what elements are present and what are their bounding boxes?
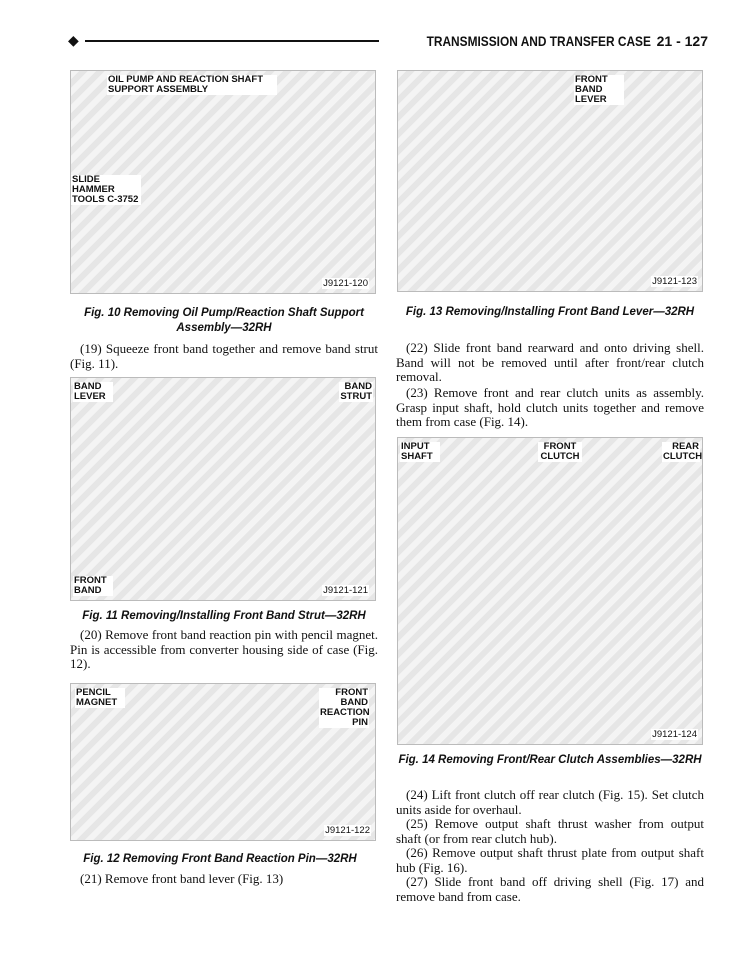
page-number: 21 - 127 (656, 33, 708, 49)
figure-label: FRONT BAND LEVER (574, 75, 624, 105)
figure-id: J9121-122 (324, 825, 371, 836)
figure-id: J9121-120 (322, 278, 369, 289)
figure-12-caption: Fig. 12 Removing Front Band Reaction Pin… (83, 853, 357, 865)
step-20: (20) Remove front band reaction pin with… (70, 627, 378, 671)
step-24: (24) Lift front clutch off rear clutch (… (396, 787, 704, 817)
figure-label: FRONT BAND REACTION PIN (319, 687, 370, 728)
figure-label: INPUT SHAFT (400, 442, 440, 462)
figure-id: J9121-124 (651, 729, 698, 740)
figure-10-caption: Fig. 10 Removing Oil Pump/Reaction Shaft… (84, 307, 364, 334)
figure-11-caption: Fig. 11 Removing/Installing Front Band S… (82, 610, 366, 622)
figure-id: J9121-121 (322, 585, 369, 596)
figure-12-image: PENCIL MAGNET FRONT BAND REACTION PIN J9… (70, 683, 376, 841)
figure-14-caption: Fig. 14 Removing Front/Rear Clutch Assem… (398, 754, 702, 766)
figure-label: PENCIL MAGNET (75, 688, 125, 708)
figure-14-image: INPUT SHAFT FRONT CLUTCH REAR CLUTCH J91… (397, 437, 703, 745)
figure-13-image: FRONT BAND LEVER J9121-123 (397, 70, 703, 292)
header-rule (84, 40, 379, 42)
figure-label: SLIDE HAMMER TOOLS C-3752 (71, 175, 141, 205)
figure-13-caption: Fig. 13 Removing/Installing Front Band L… (405, 306, 695, 318)
step-23: (23) Remove front and rear clutch units … (396, 385, 704, 429)
page-header: ◆ TRANSMISSION AND TRANSFER CASE 21 - 12… (68, 30, 708, 52)
diamond-icon: ◆ (68, 33, 79, 49)
step-21: (21) Remove front band lever (Fig. 13) (80, 871, 284, 886)
step-19: (19) Squeeze front band together and rem… (70, 341, 378, 371)
figure-label: FRONT CLUTCH (538, 442, 582, 462)
step-22: (22) Slide front band rearward and onto … (396, 340, 704, 384)
step-26: (26) Remove output shaft thrust plate fr… (396, 845, 704, 875)
figure-label: OIL PUMP AND REACTION SHAFT SUPPORT ASSE… (107, 75, 277, 95)
step-27: (27) Slide front band off driving shell … (396, 874, 704, 904)
figure-label: BAND STRUT (339, 381, 373, 402)
figure-id: J9121-123 (651, 276, 698, 287)
figure-label: REAR CLUTCH (662, 441, 703, 462)
figure-11-image: BAND LEVER BAND STRUT FRONT BAND J9121-1… (70, 377, 376, 601)
figure-label: FRONT BAND (73, 576, 113, 596)
figure-label: BAND LEVER (73, 382, 113, 402)
figure-10-image: OIL PUMP AND REACTION SHAFT SUPPORT ASSE… (70, 70, 376, 294)
step-25: (25) Remove output shaft thrust washer f… (396, 816, 704, 846)
section-title: TRANSMISSION AND TRANSFER CASE (426, 33, 651, 49)
